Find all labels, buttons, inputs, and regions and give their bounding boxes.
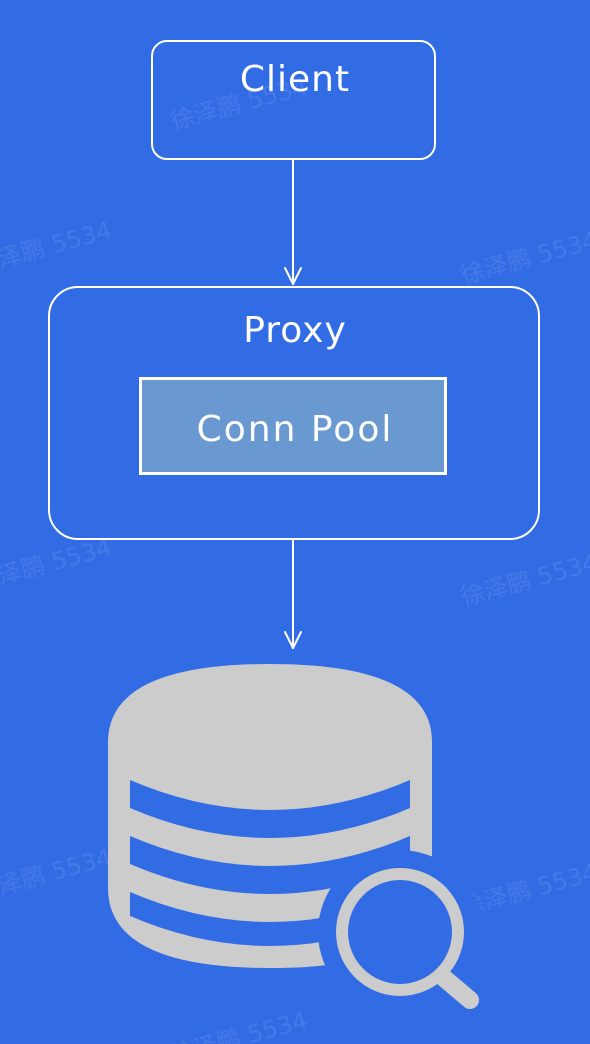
conn-pool-label: Conn Pool [196, 409, 394, 450]
proxy-label: Proxy [243, 310, 347, 351]
arrow-client-to-proxy [284, 159, 302, 285]
conn-pool-node [139, 377, 447, 475]
database-search-icon [108, 664, 482, 1014]
client-label: Client [239, 59, 351, 100]
proxy-node [48, 286, 540, 540]
client-node [151, 40, 436, 160]
arrow-proxy-to-database [284, 539, 302, 649]
